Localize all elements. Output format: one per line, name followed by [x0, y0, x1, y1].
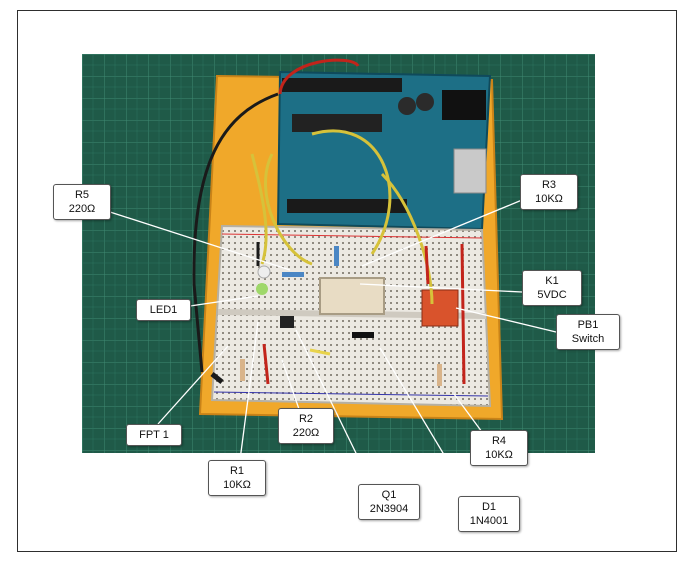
label-d1: D1 1N4001	[458, 496, 520, 532]
label-r5: R5 220Ω	[53, 184, 111, 220]
label-q1: Q1 2N3904	[358, 484, 420, 520]
label-led1-name: LED1	[149, 304, 178, 316]
label-r4-name: R4	[491, 435, 507, 447]
relay-k1	[319, 277, 385, 315]
label-d1-value: 1N4001	[469, 515, 509, 527]
label-r2-value: 220Ω	[292, 427, 320, 439]
label-fpt1-name: FPT 1	[139, 429, 169, 441]
label-fpt1: FPT 1	[126, 424, 182, 446]
label-k1: K1 5VDC	[522, 270, 582, 306]
label-d1-name: D1	[481, 501, 497, 513]
label-r5-name: R5	[74, 189, 90, 201]
label-r1-name: R1	[229, 465, 245, 477]
label-q1-name: Q1	[381, 489, 397, 501]
label-pb1: PB1 Switch	[556, 314, 620, 350]
label-led1: LED1	[136, 299, 191, 321]
label-r3-value: 10KΩ	[535, 193, 563, 205]
circuit-photo	[82, 54, 595, 453]
label-k1-name: K1	[545, 275, 559, 287]
label-r4-value: 10KΩ	[485, 449, 513, 461]
label-r3-name: R3	[541, 179, 557, 191]
label-k1-value: 5VDC	[537, 289, 567, 301]
label-r2-name: R2	[298, 413, 314, 425]
label-pb1-value: Switch	[571, 333, 605, 345]
label-r1: R1 10KΩ	[208, 460, 266, 496]
label-pb1-name: PB1	[577, 319, 599, 331]
push-button	[421, 289, 459, 327]
label-r2: R2 220Ω	[278, 408, 334, 444]
label-r1-value: 10KΩ	[223, 479, 251, 491]
label-r3: R3 10KΩ	[520, 174, 578, 210]
label-r5-value: 220Ω	[68, 203, 96, 215]
label-q1-value: 2N3904	[369, 503, 409, 515]
label-r4: R4 10KΩ	[470, 430, 528, 466]
